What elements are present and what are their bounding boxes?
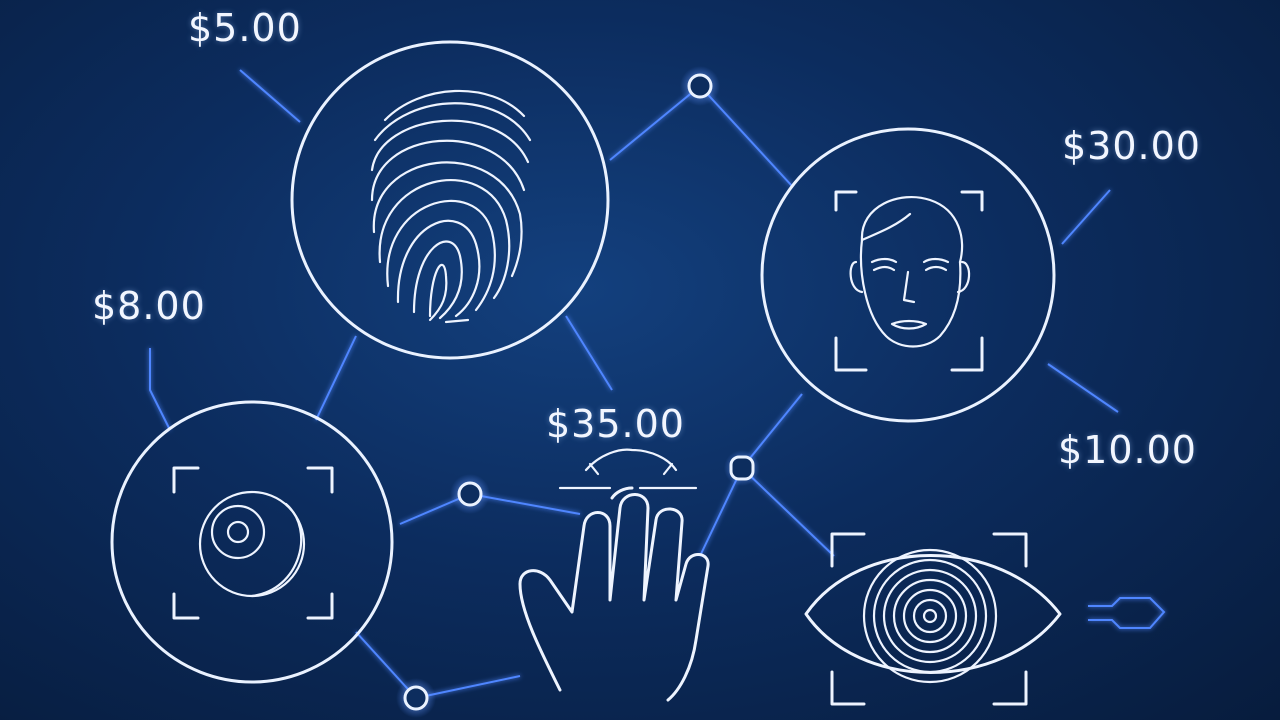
palm-price-label: $35.00 <box>546 402 685 446</box>
palm-scan-icon <box>518 448 710 702</box>
fingerprint-icon <box>290 40 610 360</box>
eye-price-label: $10.00 <box>1058 428 1197 472</box>
retina-price-label: $8.00 <box>92 284 206 328</box>
fingerprint-price-label: $5.00 <box>188 6 302 50</box>
retina-scan-icon <box>110 400 394 684</box>
face-scan-icon <box>760 127 1056 423</box>
face-price-label: $30.00 <box>1062 124 1201 168</box>
eye-scan-icon <box>804 532 1062 706</box>
network-nodes <box>396 66 760 718</box>
network-lines <box>149 69 1166 699</box>
